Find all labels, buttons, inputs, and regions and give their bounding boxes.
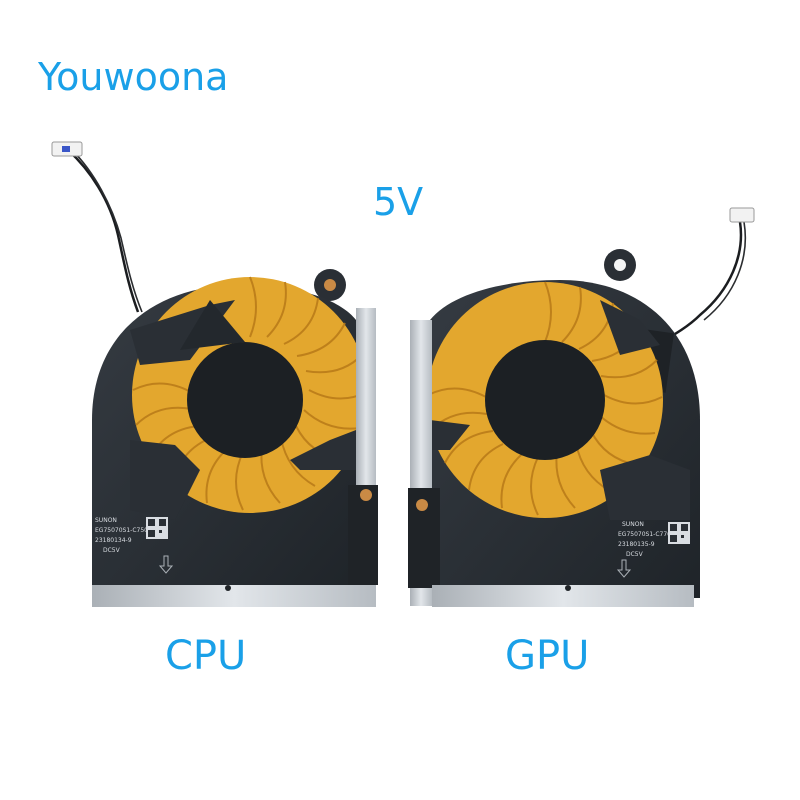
sticker-rating: DC5V (626, 551, 644, 558)
gpu-fan: SUNON EG75070S1-C770-S9A 23180135-9 DC5V (408, 207, 755, 607)
voltage-label: 5V (373, 180, 424, 224)
gpu-connector-icon (729, 207, 755, 223)
sticker-part: 23180135-9 (618, 541, 655, 548)
cpu-fan: SUNON EG75070S1-C750-S9A 23180134-9 DC5V (51, 141, 378, 607)
fan-blades-icon (427, 281, 690, 520)
cpu-fan-cable (67, 149, 140, 313)
cpu-connector-icon (51, 141, 83, 157)
cpu-caption: CPU (165, 633, 247, 679)
fan-blades-icon (130, 276, 368, 520)
airflow-arrow-icon (158, 555, 174, 574)
gpu-caption: GPU (505, 633, 590, 679)
cpu-spec-sticker: SUNON EG75070S1-C750-S9A 23180134-9 DC5V (95, 517, 174, 574)
sticker-part: 23180134-9 (95, 537, 132, 544)
sticker-rating: DC5V (103, 547, 121, 554)
qr-code-icon (146, 517, 168, 539)
sticker-maker: SUNON (95, 517, 117, 524)
qr-code-icon (668, 522, 690, 544)
brand-name: Youwoona (38, 55, 229, 99)
airflow-arrow-icon (616, 559, 632, 578)
sticker-model: EG75070S1-C770-S9A (618, 531, 686, 538)
gpu-spec-sticker: SUNON EG75070S1-C770-S9A 23180135-9 DC5V (616, 521, 690, 578)
sticker-model: EG75070S1-C750-S9A (95, 527, 163, 534)
sticker-maker: SUNON (622, 521, 644, 528)
